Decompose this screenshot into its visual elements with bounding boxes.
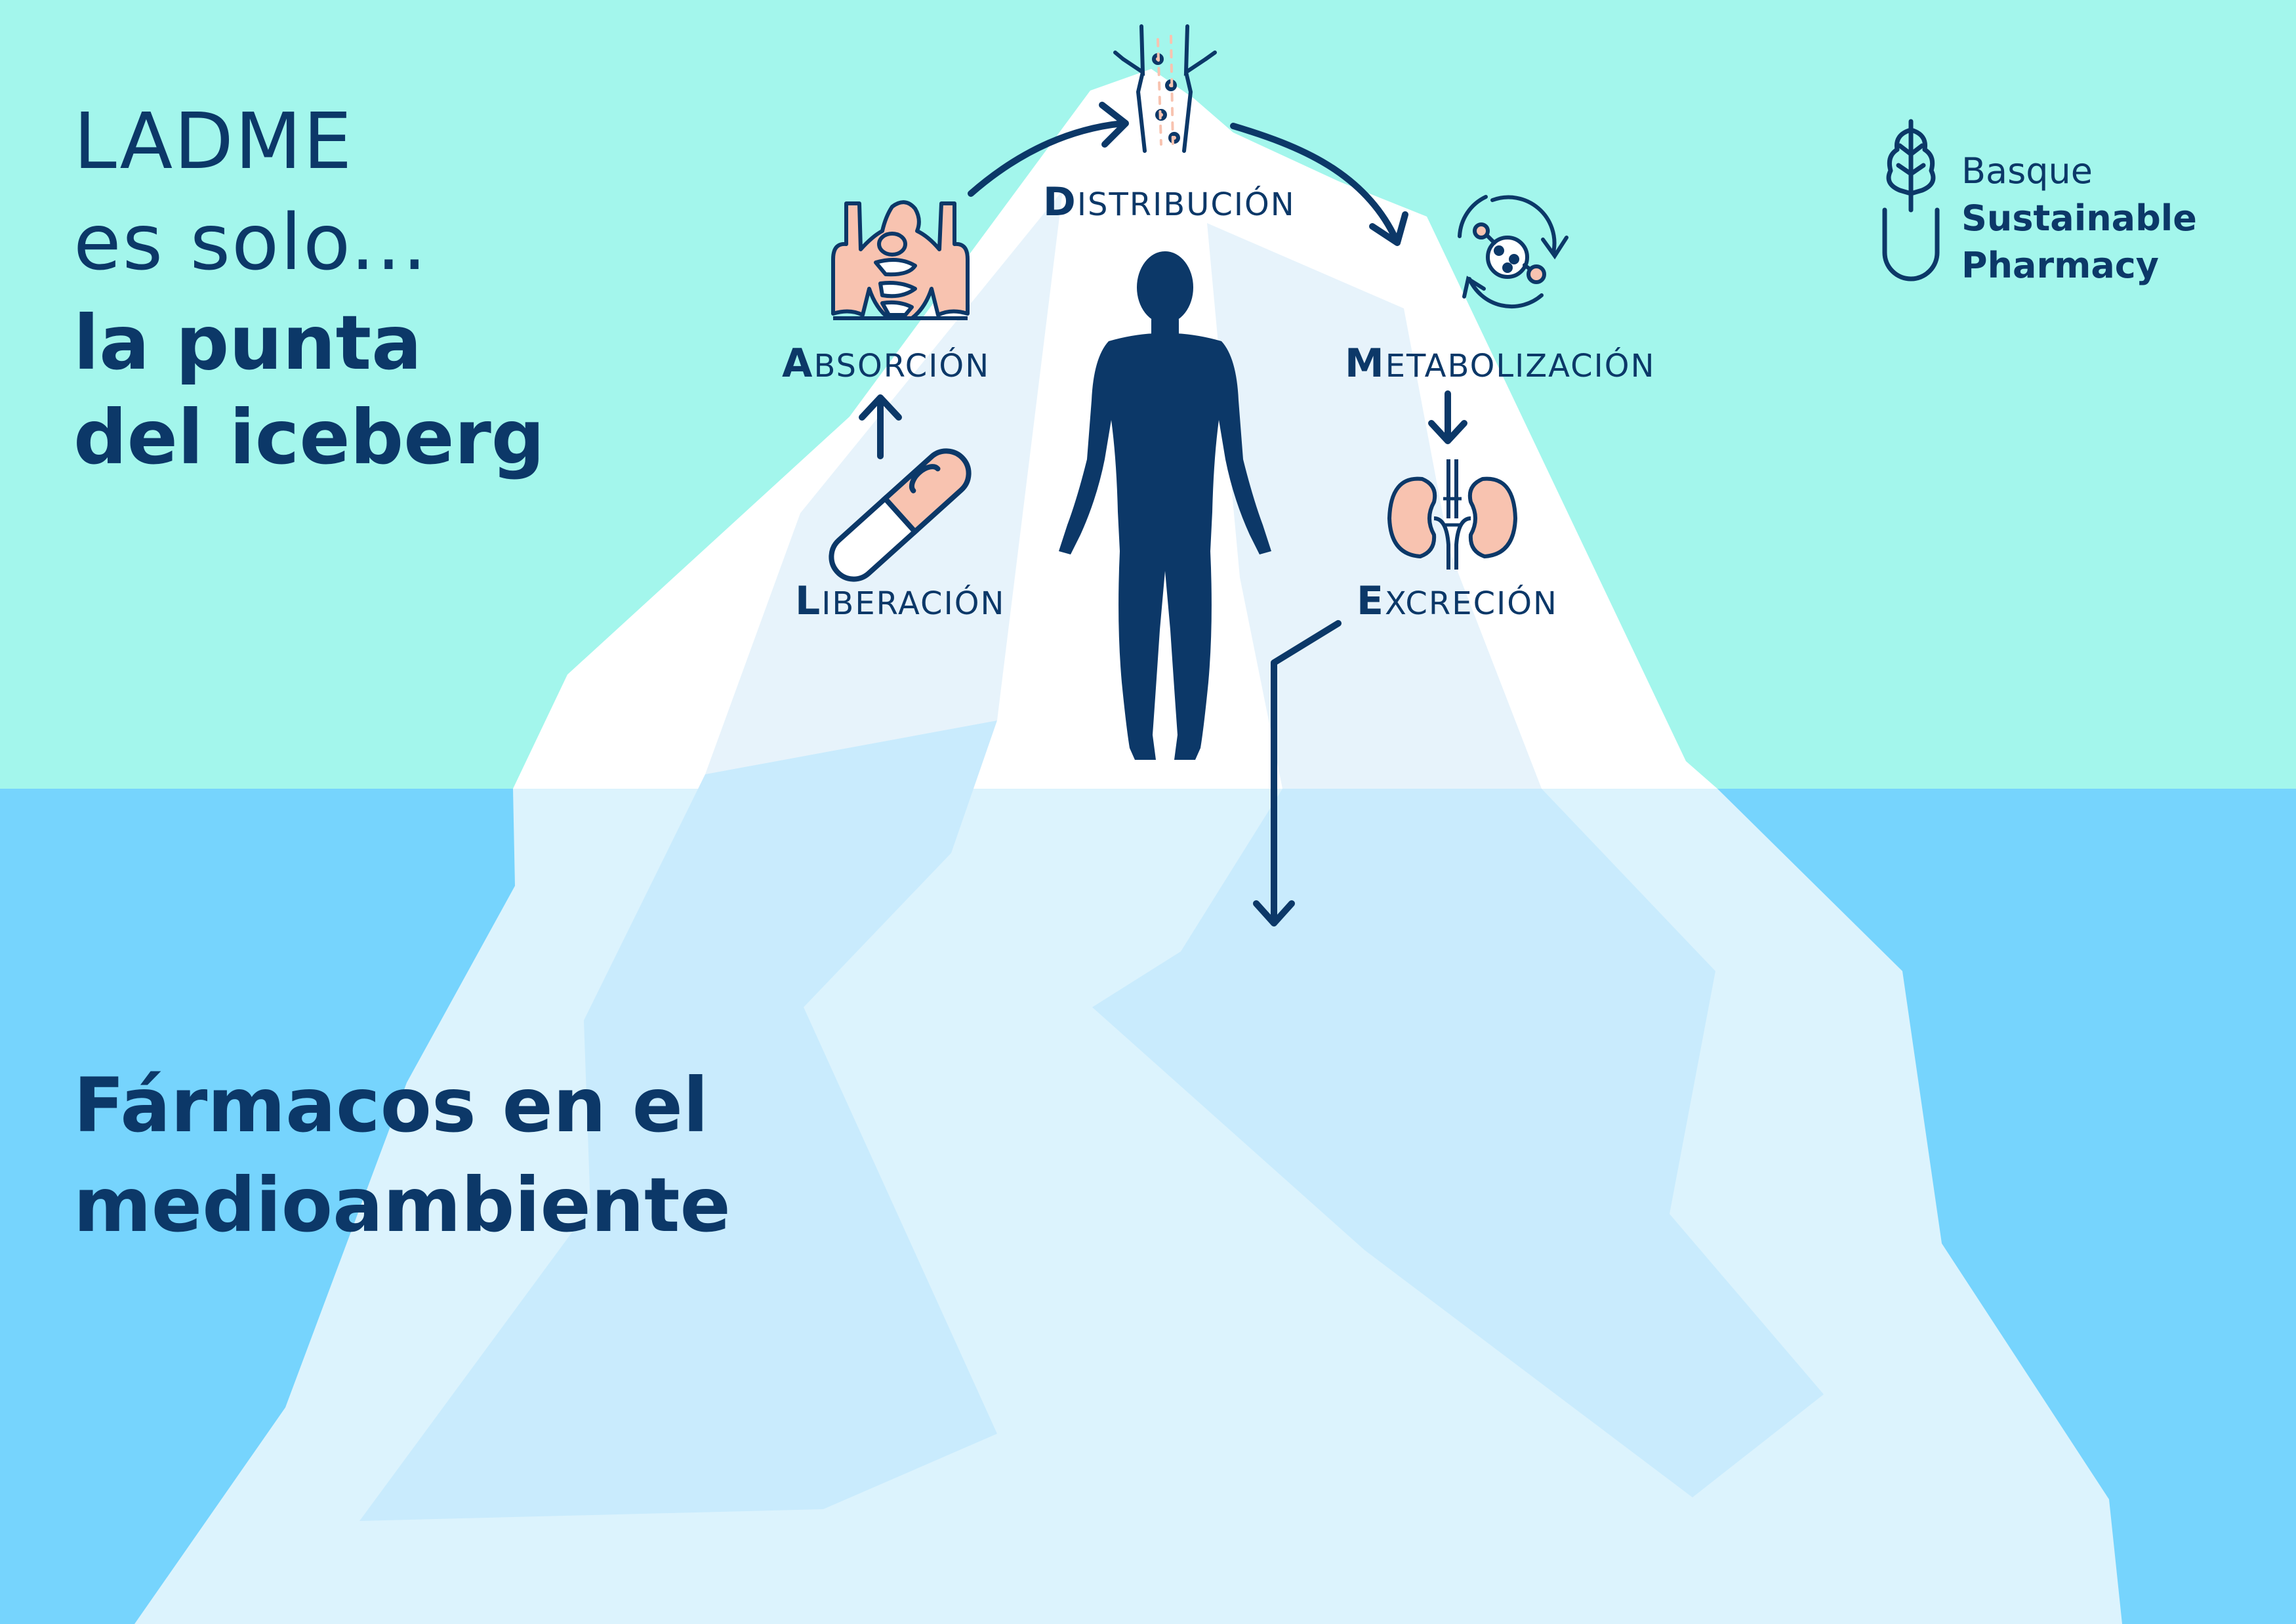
headline-line-2: es solo... xyxy=(73,197,428,287)
label-liberacion: LIBERACIÓN xyxy=(795,581,1006,622)
molecule-cycle-icon xyxy=(1458,195,1568,309)
capsule-icon xyxy=(829,448,972,582)
label-distribucion-rest: ISTRIBUCIÓN xyxy=(1076,186,1296,223)
label-excrecion: EXCRECIÓN xyxy=(1357,581,1558,622)
brand-line-2: Sustainable xyxy=(1961,198,2197,239)
subheadline-line-2: medioambiente xyxy=(73,1161,731,1249)
headline-line-4: del iceberg xyxy=(73,394,545,481)
brand-line-3: Pharmacy xyxy=(1961,245,2160,286)
iceberg-facet xyxy=(1092,789,1824,1497)
label-metabolizacion: METABOLIZACIÓN xyxy=(1345,344,1656,385)
label-liberacion-initial: L xyxy=(795,578,822,624)
human-silhouette-icon xyxy=(1059,251,1271,760)
label-absorcion-rest: BSORCIÓN xyxy=(813,348,991,385)
label-absorcion: ABSORCIÓN xyxy=(782,344,991,385)
kidneys-icon xyxy=(1387,459,1517,570)
blood-vessel-icon xyxy=(1113,24,1217,153)
iceberg-facet xyxy=(359,720,997,1521)
headline-line-3: la punta xyxy=(73,299,422,386)
label-excrecion-initial: E xyxy=(1357,578,1385,624)
torso-organs-icon xyxy=(831,200,970,320)
arrow-excrecion-environment xyxy=(1271,620,1342,925)
label-metabolizacion-rest: ETABOLIZACIÓN xyxy=(1385,348,1656,385)
label-distribucion: DISTRIBUCIÓN xyxy=(1043,182,1296,223)
arrow-absorcion-distribucion xyxy=(968,120,1126,197)
brand-logo-icon xyxy=(1882,119,1940,281)
label-metabolizacion-initial: M xyxy=(1345,341,1385,386)
label-liberacion-rest: IBERACIÓN xyxy=(821,585,1006,622)
label-excrecion-rest: XCRECIÓN xyxy=(1385,585,1558,622)
label-distribucion-initial: D xyxy=(1043,179,1077,225)
flow-arrows xyxy=(859,102,1467,927)
subheadline-line-1: Fármacos en el xyxy=(73,1062,709,1149)
label-absorcion-initial: A xyxy=(782,341,814,386)
arrow-distribucion-metabolizacion xyxy=(1230,123,1399,243)
iceberg-facet xyxy=(1207,223,1542,789)
brand-line-1: Basque xyxy=(1961,150,2093,192)
headline-line-1: LADME xyxy=(73,96,354,186)
iceberg-facet xyxy=(705,190,1063,774)
